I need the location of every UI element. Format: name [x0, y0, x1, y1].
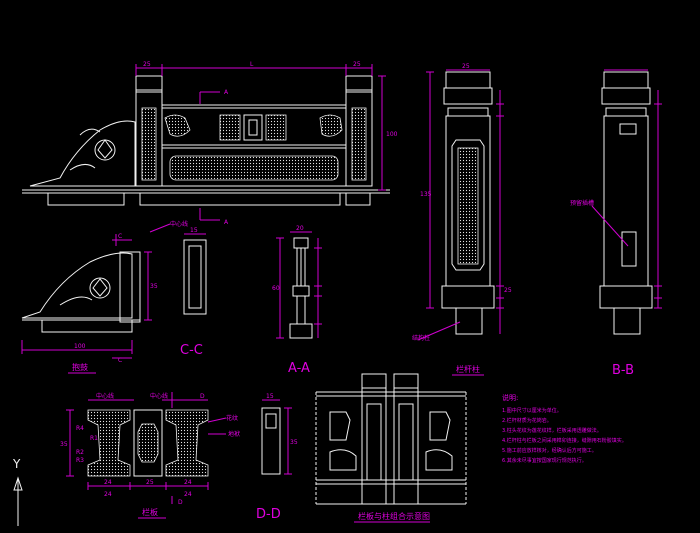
post-base-dim: 25: [504, 287, 512, 294]
elevation-end-dim-left: 25: [143, 61, 151, 68]
post-height-dim: 135: [420, 191, 432, 198]
combo-label: 栏板与柱组合示意图: [358, 511, 430, 521]
aa-section: [276, 231, 322, 339]
note-line-2: 2.栏杆材质为花岗岩。: [502, 417, 552, 424]
elevation-section-mark-top: A: [224, 89, 229, 96]
rb-dim-25: 25: [146, 479, 154, 486]
aa-height: 60: [272, 285, 280, 292]
axis-y-label: Y: [12, 457, 21, 471]
rb-dim-24d: 24: [184, 491, 192, 498]
fugu-detail: [21, 223, 171, 359]
dd-section: [261, 399, 292, 475]
main-elevation: [22, 64, 390, 221]
fugu-note: 中心线: [170, 220, 188, 228]
aa-label: A-A: [288, 361, 310, 376]
post-note: 结构柱: [412, 334, 430, 342]
fugu-width: 100: [74, 343, 86, 350]
cc-section: [183, 233, 207, 315]
rb-note2: 中心线: [150, 392, 168, 400]
cc-width: 15: [190, 227, 198, 234]
rb-note4: 地袱: [228, 430, 240, 438]
fugu-c-bottom: C: [118, 357, 122, 364]
rb-dim-24b: 24: [184, 479, 192, 486]
rb-r4: R4: [76, 425, 84, 432]
combo-detail: [315, 373, 467, 505]
post-elevation: [417, 69, 504, 341]
rb-note3: 花纹: [226, 414, 238, 422]
bb-label: B-B: [612, 363, 634, 378]
rb-dim-24c: 24: [104, 491, 112, 498]
post-top-dim: 25: [462, 63, 470, 70]
rb-d-bottom: D: [178, 499, 183, 506]
note-line-1: 1.图中尺寸以厘米为单位。: [502, 407, 562, 414]
note-line-5: 5.施工前应放样核对，经确认后方可施工。: [502, 447, 597, 454]
bb-section: [591, 69, 662, 335]
elevation-span-label: L: [250, 61, 254, 68]
note-line-3: 3.柱头花纹为莲花纹样，栏板采用透雕做法。: [502, 427, 602, 434]
railboard-label: 栏板: [142, 507, 158, 517]
rb-r2: R2: [76, 449, 84, 456]
rb-note1: 中心线: [96, 392, 114, 400]
aa-width: 20: [296, 225, 304, 232]
post-elev-label: 栏杆柱: [456, 364, 480, 374]
note-line-4: 4.栏杆柱与栏板之间采用榫卯连接，缝隙用石粉胶填实。: [502, 437, 627, 444]
dd-label: D-D: [256, 507, 281, 522]
dd-height: 35: [290, 439, 298, 446]
rb-height: 35: [60, 441, 68, 448]
dd-width: 15: [266, 393, 274, 400]
notes-block: 说明: 1.图中尺寸以厘米为单位。 2.栏杆材质为花岗岩。 3.柱头花纹为莲花纹…: [502, 393, 627, 464]
bb-note: 预留插槽: [570, 199, 594, 207]
rb-r1: R1: [90, 435, 98, 442]
elevation-section-mark-bottom: A: [224, 219, 229, 226]
fugu-c-top: C: [118, 233, 122, 240]
note-line-6: 6.其余未尽事宜按国家现行规范执行。: [502, 457, 587, 464]
fugu-height: 35: [150, 283, 158, 290]
elevation-height-dim: 100: [386, 131, 398, 138]
notes-title: 说明:: [502, 393, 518, 402]
elevation-end-dim-right: 25: [353, 61, 361, 68]
ucs-axis-icon: Y: [12, 457, 23, 526]
rb-r3: R3: [76, 457, 84, 464]
cc-label: C-C: [180, 343, 203, 358]
rb-d-top: D: [200, 393, 205, 400]
railboard-detail: [66, 392, 227, 504]
fugu-label: 抱鼓: [72, 362, 88, 372]
rb-dim-24a: 24: [104, 479, 112, 486]
